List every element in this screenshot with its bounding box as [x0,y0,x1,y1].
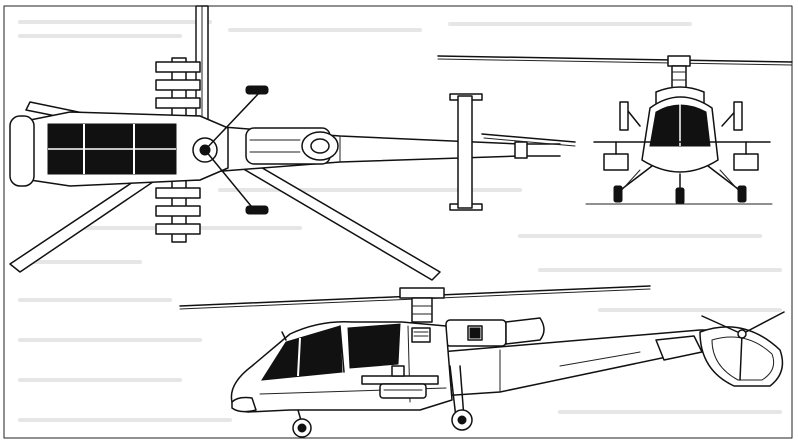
side-view-weapon-pod [361,365,439,399]
bleed-through-text [18,20,782,422]
side-view-tail-rotor [701,315,743,335]
side-view-rotor-mast [411,297,433,323]
top-view-engines [245,127,339,165]
front-view-rotor-mast [671,65,687,89]
side-view [179,285,785,438]
side-view-nose [231,396,257,413]
front-view-pod-right [733,153,759,171]
side-view-engine [445,317,545,347]
front-view-pod-left [603,153,629,171]
front-view [437,55,793,205]
side-view-landing-gear [292,365,473,438]
top-view-fuselage [9,111,229,187]
front-view-rotor-blade [437,55,793,63]
top-view-rotor-hub [192,85,269,215]
side-view-tail [699,311,785,387]
top-view [9,5,576,281]
side-view-canopy [261,323,401,381]
top-view-tail [449,93,576,211]
front-view-landing-gear [613,165,747,205]
drawing-frame [3,5,793,439]
